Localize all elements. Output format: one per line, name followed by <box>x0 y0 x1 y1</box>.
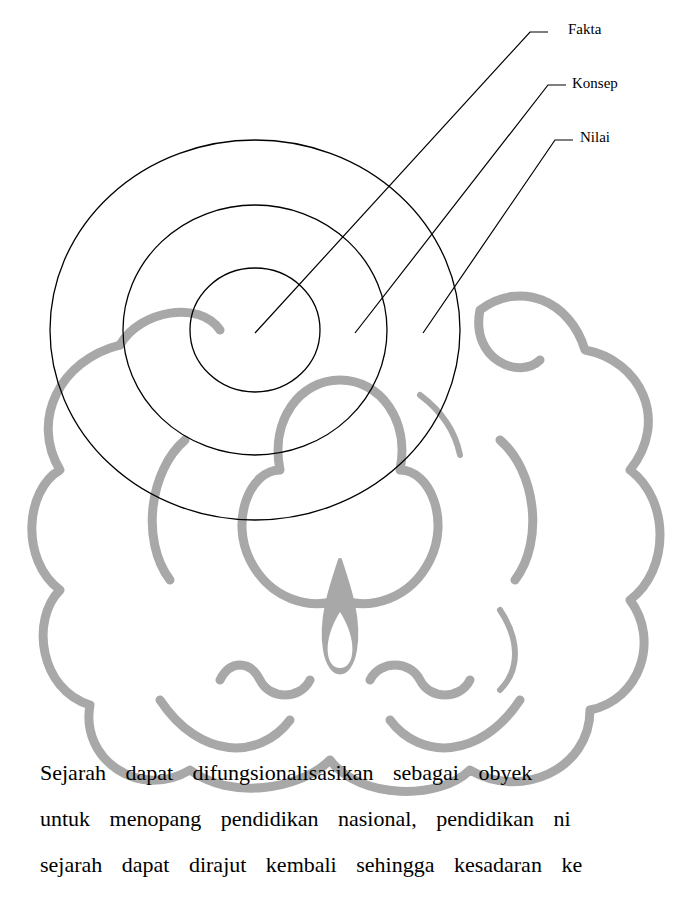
part-label: Konsep <box>572 74 618 92</box>
body-text: untuk menopang pendidikan nasional, pend… <box>40 806 571 832</box>
leader-lines <box>255 32 573 333</box>
body-text: sejarah dapat dirajut kembali sehingga k… <box>40 852 582 878</box>
part-label: Fakta <box>568 20 601 38</box>
body-text: Sejarah dapat difungsionalisasikan sebag… <box>40 760 532 786</box>
part-label: Nilai <box>580 128 610 146</box>
concentric-circles <box>50 140 460 520</box>
